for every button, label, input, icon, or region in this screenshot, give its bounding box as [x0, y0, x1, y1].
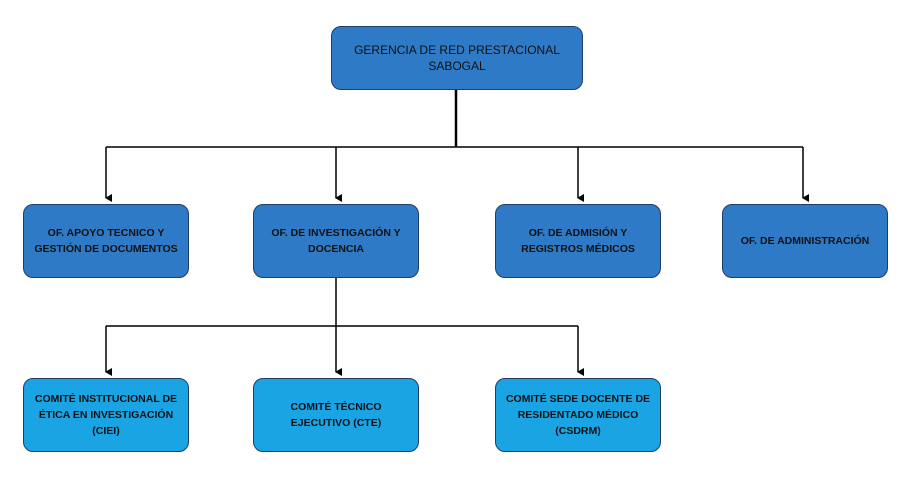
committee-node-ciei: COMITÉ INSTITUCIONAL DE ÉTICA EN INVESTI…: [23, 378, 189, 452]
office-node-label: OF. DE ADMINISTRACIÓN: [740, 234, 870, 247]
committee-node-label: COMITÉ SEDE DOCENTE DE RESIDENTADO MÉDIC…: [505, 392, 651, 438]
committee-node-label: COMITÉ TÉCNICO EJECUTIVO (CTE): [290, 400, 382, 429]
root-node-gerencia: GERENCIA DE RED PRESTACIONAL SABOGAL: [331, 26, 583, 90]
office-node-admision-registros: OF. DE ADMISIÓN Y REGISTROS MÉDICOS: [495, 204, 661, 278]
root-node-label: GERENCIA DE RED PRESTACIONAL SABOGAL: [354, 42, 560, 73]
office-node-administracion: OF. DE ADMINISTRACIÓN: [722, 204, 888, 278]
committee-node-csdrm: COMITÉ SEDE DOCENTE DE RESIDENTADO MÉDIC…: [495, 378, 661, 452]
office-node-label: OF. DE INVESTIGACIÓN Y DOCENCIA: [271, 226, 401, 255]
committee-node-label: COMITÉ INSTITUCIONAL DE ÉTICA EN INVESTI…: [34, 392, 178, 438]
office-node-investigacion-docencia: OF. DE INVESTIGACIÓN Y DOCENCIA: [253, 204, 419, 278]
office-node-label: OF. DE ADMISIÓN Y REGISTROS MÉDICOS: [521, 226, 635, 255]
office-node-apoyo-tecnico: OF. APOYO TECNICO Y GESTIÓN DE DOCUMENTO…: [23, 204, 189, 278]
office-node-label: OF. APOYO TECNICO Y GESTIÓN DE DOCUMENTO…: [34, 226, 178, 255]
committee-node-cte: COMITÉ TÉCNICO EJECUTIVO (CTE): [253, 378, 419, 452]
